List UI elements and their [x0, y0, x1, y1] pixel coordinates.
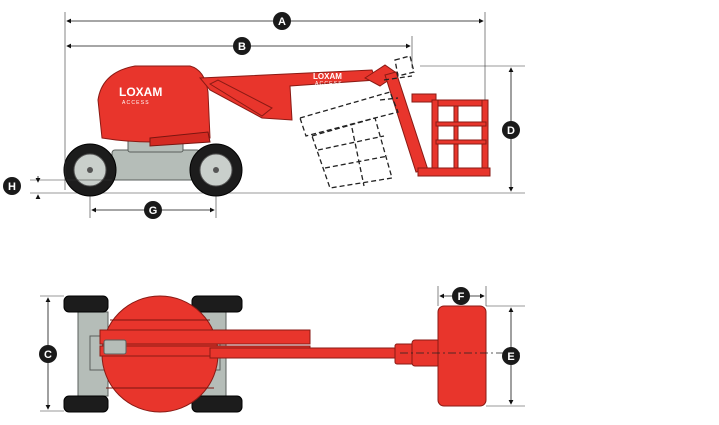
turret-logo-name: LOXAM: [119, 85, 162, 99]
badge-f-label: F: [458, 291, 465, 303]
side-turret: [97, 65, 211, 147]
top-wheel-rear-left: [63, 295, 109, 313]
side-ghost-positions: [299, 55, 415, 189]
badge-c-label: C: [44, 349, 52, 361]
badge-c: C: [39, 345, 57, 363]
top-view: [40, 286, 525, 413]
badge-h: H: [3, 177, 21, 195]
top-wheel-rear-right: [63, 395, 109, 413]
badge-a: A: [273, 12, 291, 30]
badge-d-label: D: [507, 125, 515, 137]
top-wheel-front-right: [191, 395, 243, 413]
top-basket: [437, 305, 487, 407]
side-basket: [411, 93, 491, 177]
turret-logo-sub: ACCESS: [122, 100, 150, 106]
top-boom: [99, 329, 441, 367]
badge-g-label: G: [149, 205, 158, 217]
badge-g: G: [144, 201, 162, 219]
boom-logo-sub: ACCESS: [315, 81, 343, 87]
badge-a-label: A: [278, 16, 286, 28]
boom-logo: LOXAM ACCESS: [313, 72, 343, 87]
badge-e-label: E: [507, 351, 514, 363]
top-wheel-front-left: [191, 295, 243, 313]
badge-h-label: H: [8, 181, 16, 193]
boom-logo-name: LOXAM: [313, 72, 342, 81]
badge-e: E: [502, 347, 520, 365]
side-wheel-rear: [63, 143, 117, 197]
turret-logo: LOXAM ACCESS: [119, 85, 162, 106]
badge-b: B: [233, 37, 251, 55]
side-wheel-front: [189, 143, 243, 197]
side-view: LOXAM ACCESS LOXAM ACCESS: [30, 12, 525, 218]
badge-b-label: B: [238, 41, 246, 53]
badge-f: F: [452, 287, 470, 305]
side-boom: [198, 64, 429, 173]
badge-d: D: [502, 121, 520, 139]
